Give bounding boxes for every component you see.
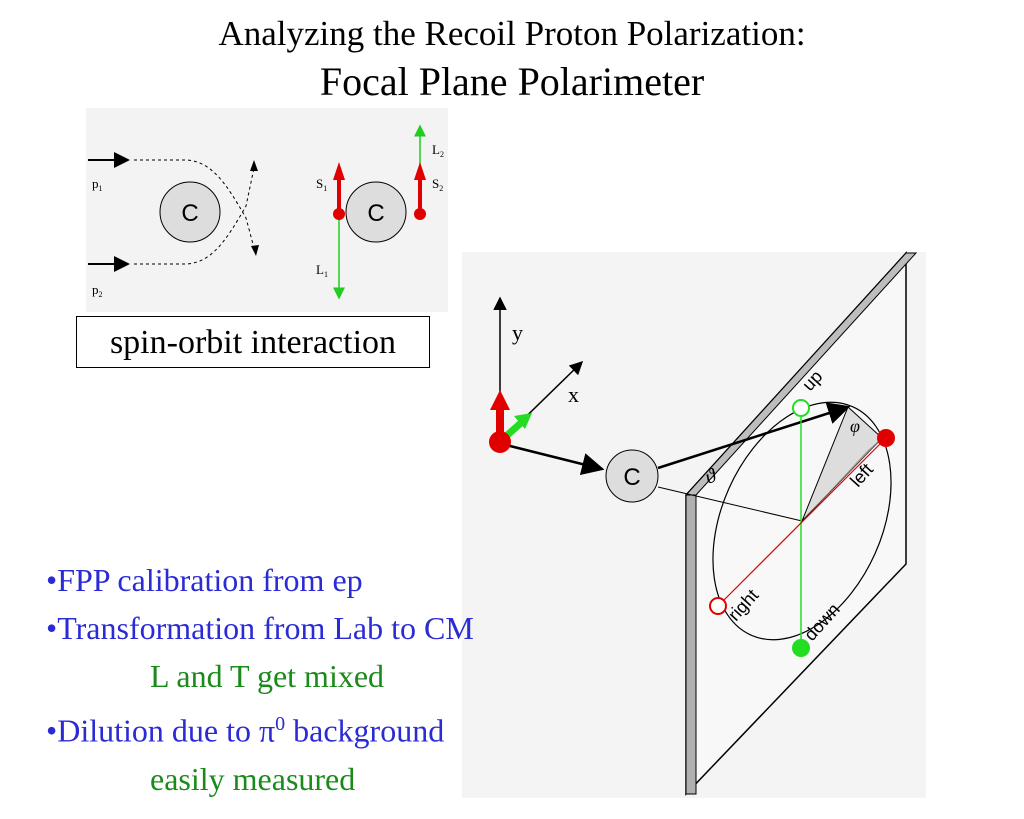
fpp-diagram: y x C ϑ φ up left right down <box>489 251 918 796</box>
pi-superscript: 0 <box>275 713 286 735</box>
background-text: background <box>285 712 445 749</box>
bullet-list: •FPP calibration from ep •Transformation… <box>46 556 474 803</box>
proton-1 <box>333 208 345 220</box>
spin-orbit-svg: p1 p2 C C S1 L1 S2 L2 <box>88 124 444 300</box>
p1-label: p1 <box>92 176 103 193</box>
detector-plane-edge <box>685 494 697 795</box>
bullet-dilution: •Dilution due to π0 background <box>46 700 474 755</box>
spin-transverse-head <box>514 413 532 429</box>
sub-bullet-mixed: L and T get mixed <box>150 658 385 694</box>
azimuth-circle <box>712 401 892 641</box>
right-marker <box>709 597 727 615</box>
phi-label: φ <box>850 416 860 436</box>
spin-orbit-caption: spin-orbit interaction <box>76 316 430 368</box>
bullet-fpp-calibration: •FPP calibration from ep <box>46 562 363 598</box>
y-axis-label: y <box>512 320 523 345</box>
beam-axis <box>657 486 803 522</box>
spin-arrow-shaft <box>496 408 504 434</box>
bullet-transformation: •Transformation from Lab to CM <box>46 610 474 646</box>
scattered-track <box>657 402 851 470</box>
l1-label: L1 <box>316 262 328 279</box>
phi-wedge <box>802 438 882 521</box>
s2-arrowhead <box>414 162 426 180</box>
s2-shaft <box>418 178 422 212</box>
detector-plane <box>685 251 907 796</box>
proton-2 <box>414 208 426 220</box>
spin-arrow-head <box>490 390 510 410</box>
incoming-track <box>509 444 605 476</box>
nucleus-c-right <box>345 181 407 243</box>
proton <box>489 431 511 453</box>
l2-label: L2 <box>432 142 444 159</box>
s1-arrowhead <box>333 162 345 180</box>
s1-label: S1 <box>316 176 327 193</box>
title-line-1: Analyzing the Recoil Proton Polarization… <box>218 14 806 53</box>
spin-orbit-diagram: p1 p2 C C S1 L1 S2 L2 <box>86 108 448 312</box>
title-line-2: Focal Plane Polarimeter <box>319 59 705 104</box>
up-marker <box>792 399 810 417</box>
left-right-line <box>717 437 887 607</box>
s1-shaft <box>337 178 341 212</box>
nucleus-c-left-label: C <box>181 200 198 227</box>
p2-label: p2 <box>92 282 103 299</box>
nucleus-c-label: C <box>623 464 640 491</box>
nucleus-c-right-label: C <box>367 200 384 227</box>
nucleus-c <box>605 449 659 503</box>
nucleus-c-left <box>159 181 221 243</box>
sub-bullet-measured: easily measured <box>150 760 356 797</box>
x-axis-label: x <box>568 382 579 407</box>
s2-label: S2 <box>432 176 443 193</box>
down-marker <box>792 639 810 657</box>
left-marker <box>877 429 895 447</box>
dilution-text: •Dilution due to π <box>46 712 276 749</box>
trajectory-arrowhead-2 <box>251 245 259 256</box>
trajectory-arrowhead-1 <box>250 160 258 171</box>
